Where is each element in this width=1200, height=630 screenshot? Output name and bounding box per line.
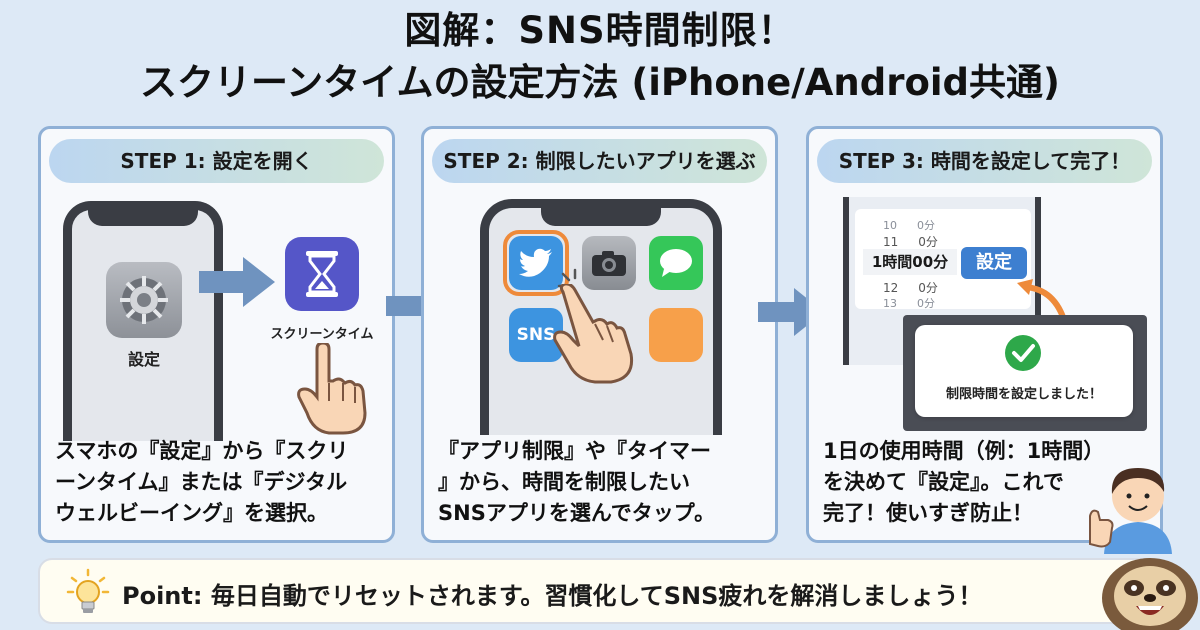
- check-circle-icon: [1005, 335, 1041, 371]
- confirmation-phone: 制限時間を設定しました！: [903, 315, 1147, 431]
- confirmation-text: 制限時間を設定しました！: [945, 387, 1102, 402]
- arrow-right-icon: [199, 257, 275, 307]
- screentime-label: スクリーンタイム: [270, 327, 374, 342]
- title-line-1: 図解：SNS時間制限！: [404, 9, 796, 52]
- step-2-card: STEP 2: 制限したいアプリを選ぶ: [421, 126, 778, 543]
- title-line-2: スクリーンタイムの設定方法 (iPhone/Android共通): [140, 61, 1060, 104]
- messages-bubble-icon[interactable]: [649, 236, 703, 290]
- settings-gear-icon[interactable]: [106, 262, 182, 338]
- step-2-phone: SNS: [480, 199, 722, 435]
- step-1-phone: 設定: [63, 201, 223, 441]
- page-title: 図解：SNS時間制限！ スクリーンタイムの設定方法 (iPhone/Androi…: [0, 6, 1200, 108]
- settings-label: 設定: [127, 350, 160, 369]
- step-2-header: STEP 2: 制限したいアプリを選ぶ: [432, 139, 767, 183]
- confirmation-dialog: 制限時間を設定しました！: [915, 325, 1133, 417]
- step-3-header: STEP 3: 時間を設定して完了！: [817, 139, 1152, 183]
- sns-app-label: SNS: [516, 325, 556, 345]
- step-2-description: 『アプリ制限』や『タイマー 』から、時間を制限したい SNSアプリを選んでタップ…: [438, 439, 716, 525]
- boy-thumbs-up-icon: [1089, 468, 1172, 554]
- point-text: Point: 毎日自動でリセットされます。習慣化してSNS疲れを解消しましょう！: [122, 582, 983, 610]
- step-1-header: STEP 1: 設定を開く: [49, 139, 384, 183]
- twitter-bird-icon[interactable]: [509, 236, 563, 290]
- point-bar: Point: 毎日自動でリセットされます。習慣化してSNS疲れを解消しましょう！: [38, 558, 1162, 624]
- orange-app-icon[interactable]: [649, 308, 703, 362]
- screentime-hourglass-icon[interactable]: [285, 237, 359, 311]
- selection-ring: [503, 230, 569, 296]
- step-1-card: STEP 1: 設定を開く 設定: [38, 126, 395, 543]
- hand-pointer-icon: [553, 284, 634, 384]
- set-time-button[interactable]: 設定: [961, 247, 1027, 279]
- time-selected-value[interactable]: 1時間00分: [863, 249, 957, 275]
- sloth-mascot-icon: [1102, 558, 1198, 630]
- lightbulb-icon: [66, 568, 110, 613]
- phone-notch: [88, 208, 198, 226]
- step-3-description: 1日の使用時間（例：1時間） を決めて『設定』。これで 完了！使いすぎ防止！: [823, 439, 1105, 525]
- step-1-description: スマホの『設定』から『スクリ ーンタイム』または『デジタル ウェルビーイング』を…: [55, 439, 349, 525]
- phone-notch: [541, 206, 661, 226]
- camera-icon[interactable]: [582, 236, 636, 290]
- hand-pointer-icon: [297, 343, 367, 435]
